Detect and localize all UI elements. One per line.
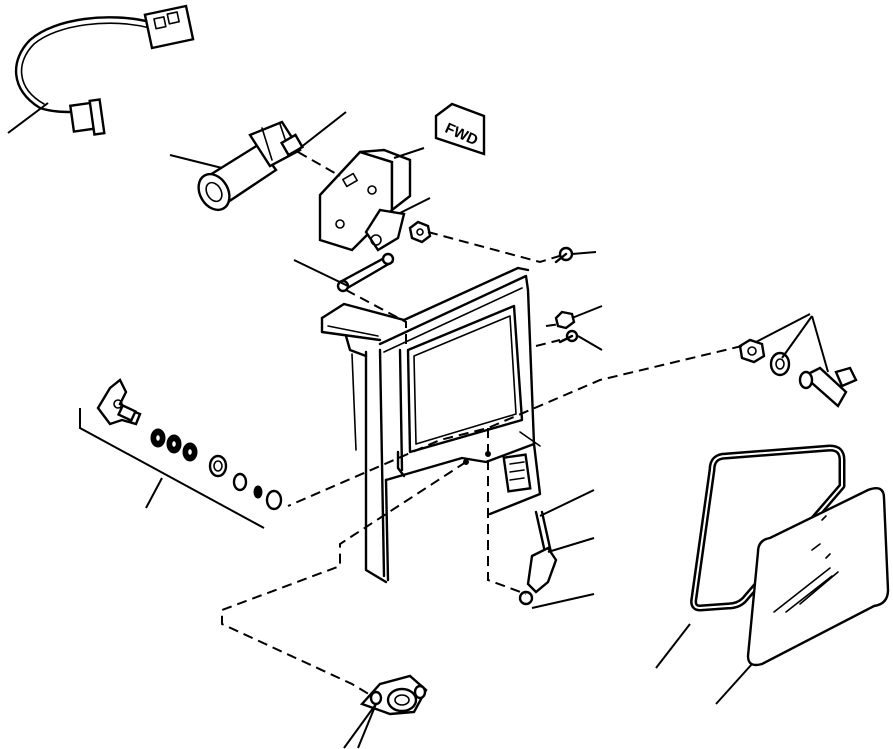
washer-nozzle [801,366,848,408]
door-stay [518,510,558,606]
leader-line-nozzle-b [781,315,813,359]
leader-line-handle-b [357,703,377,749]
latch-bushing [208,454,228,478]
fwd-decal: FWD [434,102,486,156]
cab-body [320,266,542,584]
leader-line-motor-shaft [299,111,347,149]
side-bolt [558,329,579,344]
leader-line-handle-a [343,703,377,749]
latch-nut [265,489,283,511]
leader-line-nozzle-c [811,315,829,373]
leader-line-side-nut [571,305,603,319]
assembly-dashed-lines [221,151,743,697]
leader-line-harness [7,102,49,134]
motor-mounting-bracket [318,148,412,252]
door-latch-assembly [96,378,283,511]
leader-line-nozzle-a [755,313,811,343]
washer-nozzle-assembly [738,338,858,408]
leader-line-latch [145,477,163,509]
nozzle-nut [738,338,766,364]
leader-line-window-glass [715,663,753,705]
leader-line-window-seal [655,623,691,669]
wiper-link-rod [336,252,395,293]
leader-line-stay-b [547,537,595,553]
leader-line-bracket-link [399,197,431,214]
door-handle [359,674,428,716]
latch-group-bracket [79,408,265,529]
leader-line-side-bolt [577,335,603,351]
wiring-harness [15,4,195,136]
leader-line-stay-c [531,593,595,609]
side-nut [554,310,576,330]
nozzle-washer [769,351,791,377]
leader-line-stay-a [539,489,595,517]
leader-line-wiper-motor [169,154,223,169]
latch-spacer [232,472,248,492]
bracket-nut [408,220,432,244]
leader-line-roof-bolt [571,251,597,255]
wiper-motor [197,120,305,212]
latch-clip [253,485,263,499]
roof-bolt [554,246,574,264]
leader-line-link-rod [293,259,349,287]
window-glass [746,487,890,667]
leader-line-bracket [393,147,425,159]
